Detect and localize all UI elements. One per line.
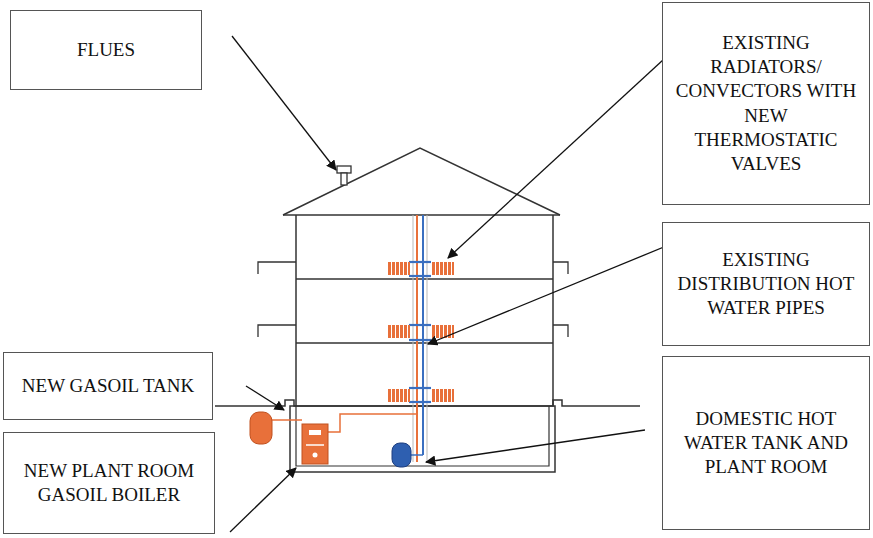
boiler-detail (306, 444, 324, 446)
boiler-detail (313, 453, 318, 458)
boiler-panel (309, 430, 321, 435)
pipe-shaft (413, 215, 414, 462)
label-box: EXISTING RADIATORS/ CONVECTORS WITH NEW … (662, 2, 870, 205)
label-text: NEW GASOIL TANK (22, 374, 194, 398)
return-pipe (422, 215, 424, 455)
left-wall (295, 215, 297, 406)
label-box: NEW PLANT ROOM GASOIL BOILER (3, 432, 215, 534)
fuel-pipe (271, 419, 302, 421)
label-box: DOMESTIC HOT WATER TANK AND PLANT ROOM (662, 356, 870, 530)
balcony (553, 262, 568, 274)
hot-pipe (416, 215, 418, 462)
radiators (388, 262, 454, 402)
label-text: EXISTING RADIATORS/ CONVECTORS WITH NEW … (671, 31, 861, 176)
label-text: NEW PLANT ROOM GASOIL BOILER (12, 459, 206, 507)
flue-cap (337, 166, 351, 173)
floor (296, 278, 553, 280)
attic-floor (283, 214, 560, 216)
gasoil-tank (250, 412, 272, 444)
right-wall (552, 215, 554, 406)
balcony (258, 325, 296, 337)
flue-pipe (341, 173, 347, 185)
label-text: DOMESTIC HOT WATER TANK AND PLANT ROOM (671, 407, 861, 479)
roof (283, 148, 560, 215)
leader-arrows (230, 36, 676, 532)
balcony (258, 262, 296, 274)
label-box: NEW GASOIL TANK (3, 352, 213, 420)
dhw-tank (392, 443, 411, 467)
balcony (553, 325, 568, 337)
floor (296, 342, 553, 344)
label-text: FLUES (77, 38, 135, 62)
flow-pipe (328, 414, 417, 432)
label-box: FLUES (10, 10, 202, 90)
gasoil-boiler (302, 424, 328, 464)
thermostatic-valves (409, 262, 431, 402)
label-text: EXISTING DISTRIBUTION HOT WATER PIPES (671, 248, 861, 320)
pipe-shaft (427, 215, 428, 462)
label-box: EXISTING DISTRIBUTION HOT WATER PIPES (662, 222, 870, 346)
